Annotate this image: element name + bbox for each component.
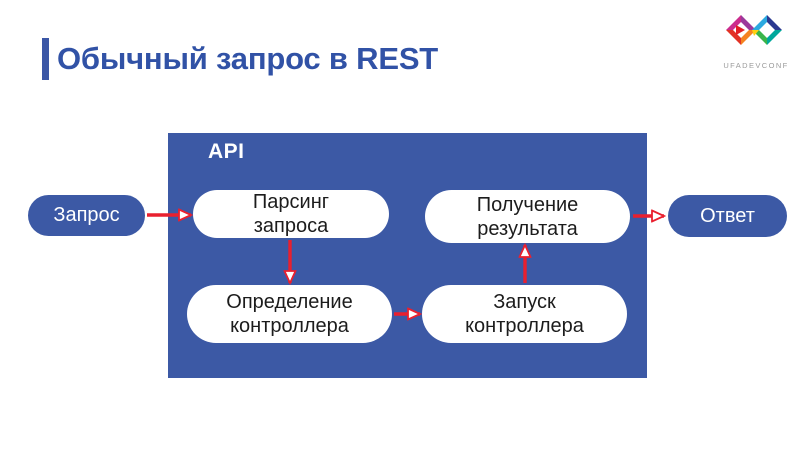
- conference-logo: UFADEVCONF: [716, 6, 796, 70]
- node-response-pill: Ответ: [668, 195, 787, 237]
- parse-label-line1: Парсинг: [252, 191, 330, 213]
- api-label: API: [208, 140, 245, 163]
- title-block: Обычный запрос в REST: [42, 38, 438, 80]
- node-request-pill: Запрос: [28, 195, 145, 236]
- logo-caption: UFADEVCONF: [723, 61, 789, 70]
- run-label-line2: контроллера: [465, 315, 584, 337]
- node-run-pill: Запуск контроллера: [422, 285, 627, 343]
- node-result-pill: Получение результата: [425, 190, 630, 243]
- result-label-line2: результата: [477, 217, 578, 240]
- request-label: Запрос: [53, 204, 120, 226]
- conference-logo-icon: [726, 15, 782, 45]
- run-label-line1: Запуск: [493, 291, 556, 313]
- response-label: Ответ: [700, 204, 755, 227]
- node-parse-pill: Парсинг запроса: [193, 190, 389, 238]
- node-controller-pill: Определение контроллера: [187, 285, 392, 343]
- title-accent-bar: [42, 38, 49, 80]
- parse-label-line2: запроса: [253, 215, 329, 237]
- result-label-line1: Получение: [476, 193, 579, 216]
- page-title: Обычный запрос в REST: [57, 41, 439, 76]
- controller-label-line2: контроллера: [230, 315, 349, 337]
- controller-label-line1: Определение: [226, 291, 353, 313]
